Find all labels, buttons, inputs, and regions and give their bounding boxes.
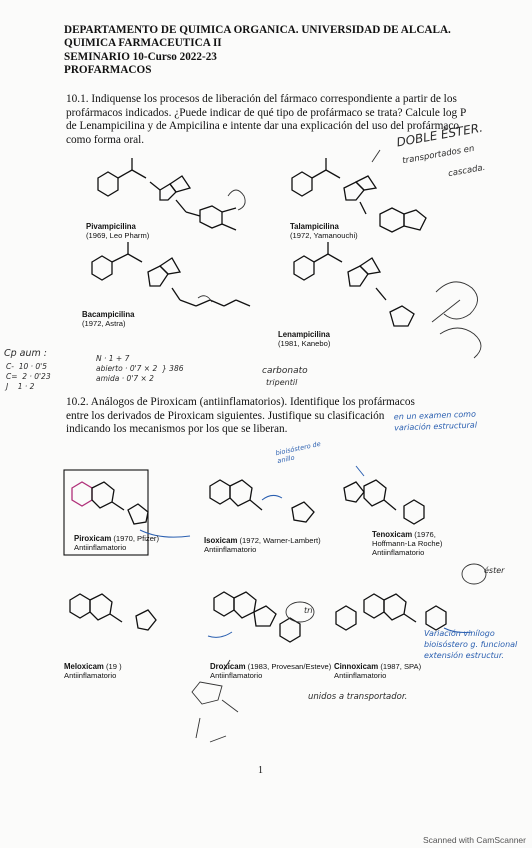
- compound-label-tenoxicam: Tenoxicam (1976,Hoffmann-La Roche)Antiin…: [372, 530, 443, 557]
- handwritten-note: unidos a transportador.: [308, 692, 408, 702]
- handwritten-arrow: [355, 465, 365, 477]
- droxicam-structure: [213, 591, 301, 643]
- handwritten-arrow: [227, 189, 246, 211]
- compound-label-isoxicam: Isoxicam (1972, Warner-Lambert)Antiinfla…: [204, 536, 321, 554]
- piroxicam-structure: [71, 481, 149, 525]
- compound-label-droxicam: Droxicam (1983, Provesan/Esteve)Antiinfl…: [210, 662, 332, 680]
- tenoxicam-structure: [343, 479, 425, 525]
- handwritten-arrow: [207, 631, 233, 638]
- scanner-watermark: Scanned with CamScanner: [422, 835, 526, 845]
- document-header: DEPARTAMENTO DE QUIMICA ORGANICA. UNIVER…: [64, 24, 451, 78]
- handwritten-note: carbonato: [262, 366, 308, 376]
- handwritten-arrow: [139, 529, 191, 538]
- header-seminar: SEMINARIO 10-Curso 2022-23: [64, 50, 217, 63]
- isoxicam-structure: [209, 479, 315, 523]
- question-10-2: 10.2. Análogos de Piroxicam (antiinflama…: [66, 396, 415, 436]
- compound-label-cinnoxicam: Cinnoxicam (1987, SPA)Antiinflamatorio: [334, 662, 422, 680]
- handwritten-drawing: [439, 327, 482, 359]
- handwritten-note: éster: [484, 566, 505, 575]
- lenampicilina-structure: [293, 242, 415, 327]
- handwritten-note: Cp aum :: [4, 348, 48, 359]
- pivampicilina-structure: [97, 158, 237, 231]
- compound-label-meloxicam: Meloxicam (19 )Antiinflamatorio: [64, 662, 122, 680]
- compound-label-talampicilina: Talampicilina(1972, Yamanouchi): [290, 222, 358, 240]
- handwritten-circle: [461, 563, 487, 585]
- compound-label-lenampicilina: Lenampicilina(1981, Kanebo): [278, 330, 331, 348]
- question-10-1: 10.1. Indiquense los procesos de liberac…: [66, 93, 466, 146]
- compound-label-piroxicam: Piroxicam (1970, Pfizer)Antiinflamatorio: [74, 534, 159, 552]
- handwritten-arrow: [371, 149, 381, 163]
- bacampicilina-structure: [91, 242, 251, 307]
- handwritten-arrow: [197, 295, 213, 303]
- handwritten-note: tripentil: [266, 378, 298, 387]
- talampicilina-structure: [291, 158, 427, 233]
- meloxicam-structure: [69, 593, 157, 631]
- handwritten-note: tri: [304, 606, 313, 615]
- handwritten-drawing: [435, 281, 478, 320]
- compound-label-bacampicilina: Bacampicilina(1972, Astra): [82, 310, 135, 328]
- header-course: QUIMICA FARMACEUTICA II: [64, 37, 222, 50]
- page-number: 1: [258, 765, 263, 776]
- handwritten-circle: [285, 601, 315, 623]
- handwritten-arrow: [261, 494, 283, 501]
- handwritten-mechanism: [191, 659, 239, 743]
- header-topic: PROFARMACOS: [64, 64, 152, 77]
- handwritten-arrow: [443, 627, 473, 633]
- cinnoxicam-structure: [335, 593, 447, 631]
- handwritten-arrow: [431, 299, 461, 323]
- compound-label-pivampicilina: Pivampicilina(1969, Leo Pharm): [86, 222, 150, 240]
- header-department: DEPARTAMENTO DE QUIMICA ORGANICA. UNIVER…: [64, 24, 451, 36]
